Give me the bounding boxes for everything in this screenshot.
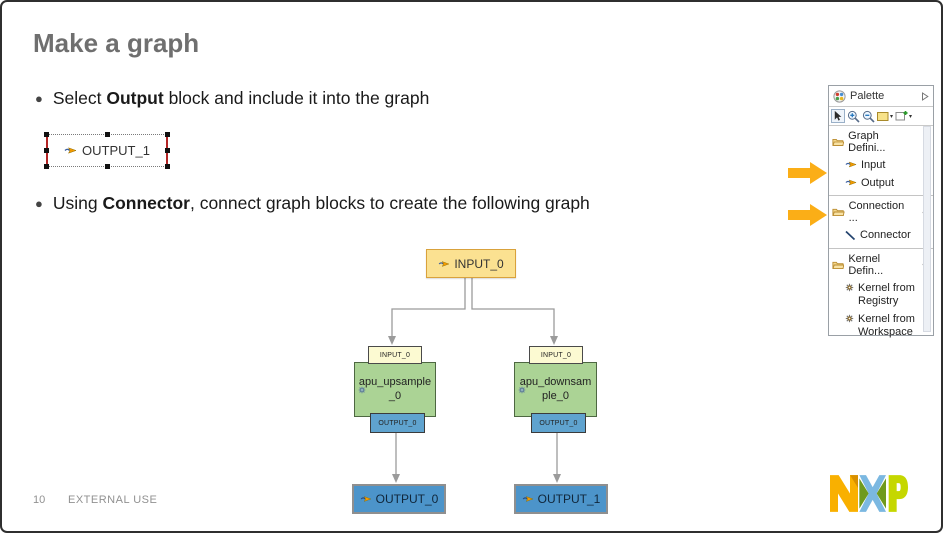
- port-label: OUTPUT_0: [378, 419, 417, 427]
- port-label: OUTPUT_0: [539, 419, 578, 427]
- kernel-right-input-port[interactable]: INPUT_0: [529, 346, 583, 364]
- folder-icon: [832, 209, 845, 217]
- input-arrow-icon: [439, 260, 450, 267]
- output-block-label: OUTPUT_0: [375, 492, 439, 506]
- dropdown-caret-icon: ▾: [909, 113, 913, 120]
- palette-category-graph-definitions[interactable]: Graph Defini...: [829, 127, 933, 156]
- select-tool-button[interactable]: [831, 109, 845, 123]
- gear-icon: [845, 283, 854, 291]
- graph-output-block-0[interactable]: OUTPUT_0: [352, 484, 446, 514]
- resize-handle[interactable]: [165, 164, 170, 169]
- input-block-label: INPUT_0: [454, 256, 504, 271]
- zoom-in-tool-button[interactable]: [847, 110, 860, 123]
- resize-handle[interactable]: [165, 148, 170, 153]
- output-arrow-icon: [360, 496, 372, 502]
- page-number: 10: [33, 494, 46, 506]
- kernel-right-output-port[interactable]: OUTPUT_0: [531, 413, 586, 433]
- item-label: Kernel from Workspace: [858, 312, 915, 339]
- category-label: Kernel Defin...: [848, 252, 884, 277]
- palette-body: Graph Defini... Input Output Connection …: [829, 126, 933, 341]
- item-label: Kernel from Registry: [858, 281, 915, 307]
- palette-category-connections[interactable]: Connection ...: [829, 197, 933, 226]
- collapse-palette-icon[interactable]: [921, 91, 929, 101]
- palette-item-connector[interactable]: Connector: [829, 226, 933, 244]
- bullet-select-output: ● Select Output block and include it int…: [35, 88, 429, 109]
- item-label: Connector: [860, 229, 911, 242]
- palette-panel: Palette ▾ ▾ Graph Defini... Input: [828, 85, 934, 338]
- palette-icon: [833, 89, 846, 103]
- nxp-logo: [830, 475, 908, 512]
- palette-category-kernel-definitions[interactable]: Kernel Defin...: [829, 250, 933, 279]
- palette-scrollbar[interactable]: [923, 126, 931, 332]
- item-label: Input: [861, 159, 886, 171]
- callout-arrow-connector: [788, 204, 827, 226]
- resize-handle[interactable]: [104, 132, 110, 137]
- selected-block-label: OUTPUT_1: [82, 143, 150, 158]
- input-arrow-icon: [845, 161, 857, 168]
- callout-arrow-output: [788, 162, 827, 184]
- resize-handle[interactable]: [104, 164, 110, 169]
- category-label: Connection ...: [848, 200, 905, 225]
- output-arrow-icon: [522, 496, 534, 502]
- graph-output-block-1[interactable]: OUTPUT_1: [514, 484, 608, 514]
- bullet-using-connector: ● Using Connector, connect graph blocks …: [35, 193, 590, 214]
- port-label: INPUT_0: [540, 351, 572, 359]
- output-arrow-icon: [64, 147, 77, 154]
- kernel-left-input-port[interactable]: INPUT_0: [368, 346, 422, 364]
- kernel-left-block[interactable]: apu_upsample_0: [354, 362, 436, 417]
- bullet-dot: ●: [35, 91, 43, 106]
- kernel-left-output-port[interactable]: OUTPUT_0: [370, 413, 425, 433]
- palette-item-output[interactable]: Output: [829, 174, 933, 192]
- resize-handle[interactable]: [44, 148, 49, 153]
- bullet-text: Using Connector, connect graph blocks to…: [52, 193, 590, 213]
- dropdown-caret-icon: ▾: [890, 113, 894, 120]
- palette-item-input[interactable]: Input: [829, 156, 933, 174]
- resize-handle[interactable]: [165, 132, 170, 137]
- resize-handle[interactable]: [44, 132, 49, 137]
- gear-icon: [358, 386, 366, 393]
- resize-handle[interactable]: [44, 164, 49, 169]
- selected-output-block[interactable]: OUTPUT_1: [44, 132, 170, 169]
- bullet-text: Select Output block and include it into …: [52, 88, 430, 108]
- note-tool-button[interactable]: ▾: [877, 111, 893, 122]
- category-label: Graph Defini...: [848, 130, 886, 154]
- port-label: INPUT_0: [379, 351, 411, 359]
- output-arrow-icon: [845, 179, 857, 186]
- palette-item-kernel-workspace[interactable]: Kernel from Workspace: [829, 310, 933, 341]
- output-block-label: OUTPUT_1: [537, 492, 601, 506]
- bullet-dot: ●: [35, 196, 43, 211]
- new-element-tool-button[interactable]: ▾: [895, 110, 912, 122]
- gear-icon: [845, 314, 854, 323]
- folder-icon: [832, 261, 845, 269]
- page-title: Make a graph: [33, 28, 200, 58]
- zoom-out-tool-button[interactable]: [862, 110, 875, 123]
- graph-input-block[interactable]: INPUT_0: [426, 249, 516, 278]
- palette-title: Palette: [850, 90, 885, 102]
- folder-icon: [832, 138, 845, 146]
- palette-item-kernel-registry[interactable]: Kernel from Registry: [829, 279, 933, 310]
- gear-icon: [518, 386, 526, 393]
- item-label: Output: [861, 177, 895, 190]
- palette-toolbar: ▾ ▾: [829, 107, 933, 126]
- footer-classification: EXTERNAL USE: [68, 494, 158, 506]
- connector-line-icon: [845, 231, 856, 241]
- kernel-name: apu_upsample_0: [358, 375, 432, 402]
- palette-header[interactable]: Palette: [829, 86, 933, 107]
